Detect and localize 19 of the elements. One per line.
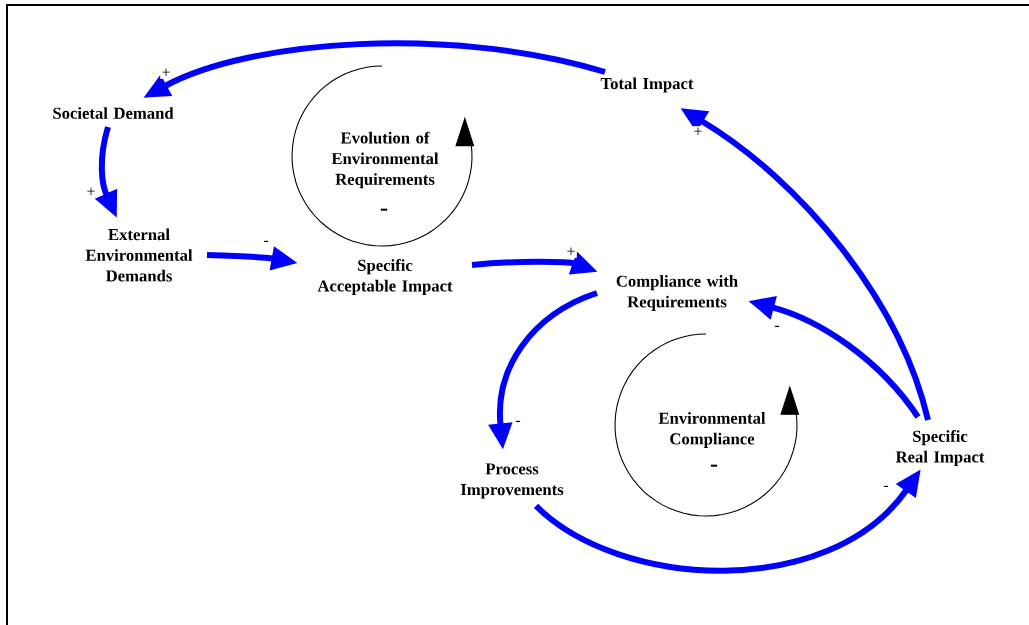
polarity-sign: + — [565, 246, 577, 258]
loop-label: Evolution of Environmental Requirements — [331, 131, 439, 189]
polarity-sign: + — [160, 67, 172, 79]
polarity-sign: - — [882, 484, 890, 492]
variable-label: Process Improvements — [460, 463, 564, 499]
loop-polarity: - — [710, 464, 718, 467]
loop-polarity: - — [380, 208, 388, 211]
polarity-sign: + — [85, 186, 97, 198]
variable-label: Societal Demand — [53, 107, 174, 119]
loop-label: Environmental Compliance — [658, 412, 766, 448]
variable-label: Specific Real Impact — [895, 430, 985, 466]
variable-label: Compliance with Requirements — [616, 275, 738, 311]
polarity-sign: - — [262, 239, 270, 247]
polarity-sign: + — [692, 126, 704, 138]
variable-label: Total Impact — [600, 77, 694, 93]
polarity-sign: - — [514, 419, 522, 427]
polarity-sign: - — [773, 324, 781, 332]
variable-label: Specific Acceptable Impact — [317, 259, 453, 295]
variable-label: External Environmental Demands — [85, 228, 193, 282]
